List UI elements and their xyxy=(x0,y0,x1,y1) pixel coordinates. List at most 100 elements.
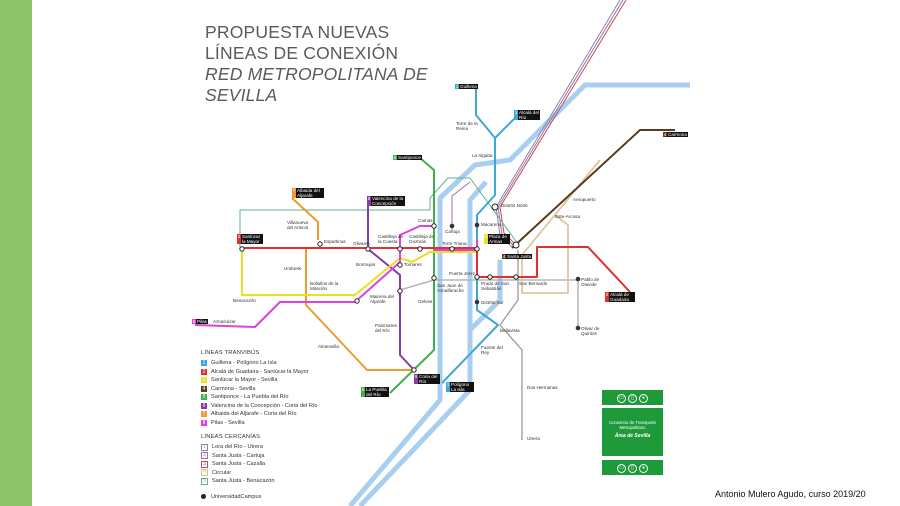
terminal-label: Albaida del Aljarafe xyxy=(296,188,324,198)
station-label: Pablo de Olavide xyxy=(581,277,600,287)
station-label: Castilleja de la Cuesta xyxy=(378,234,404,244)
station-label: Este-Arcosa xyxy=(555,214,581,219)
line-number-badge: 4 xyxy=(663,132,667,137)
consortium-icons-top: ▭▯● xyxy=(602,390,663,405)
legend-label: Circular xyxy=(212,469,232,476)
line-number-badge: 6 xyxy=(367,196,371,206)
line-number-badge: 2 xyxy=(201,368,207,375)
tram-line-6 xyxy=(367,200,415,371)
terminal-label: Valencina de la Concepción xyxy=(371,196,405,206)
campus-dot xyxy=(474,222,480,228)
legend-label: Santa Justa - Benacazón xyxy=(212,478,275,485)
legend-label: Guillena - Polígono La Isla xyxy=(211,360,277,367)
station-dot xyxy=(431,223,437,229)
terminal-label: Pilas xyxy=(196,319,208,324)
station-label: Distrito Norte xyxy=(501,203,528,208)
consortium-logo: Consorcio de Transporte Metropolitano Ár… xyxy=(602,408,663,456)
legend-label: Lora del Río - Utrera xyxy=(212,444,263,451)
consortium-icons-bottom: ▭▯● xyxy=(602,460,663,475)
line-number-badge: 1 xyxy=(455,84,459,89)
line-number-badge: 1 xyxy=(446,382,450,392)
legend-item: 3 Santa Justa - Cazalla xyxy=(201,460,318,469)
train-icon: ▯ xyxy=(628,394,637,403)
legend-rail-title: LÍNEAS CERCANÍAS xyxy=(201,434,261,440)
campus-icon xyxy=(201,494,206,500)
legend-item: 5 Santa Justa - Benacazón xyxy=(201,477,318,486)
consortium-name: Metropolitano xyxy=(619,425,646,430)
line-number-badge: 4 xyxy=(201,469,208,477)
slide-credit: Antonio Mulero Agudo, curso 2019/20 xyxy=(715,489,866,499)
rail-line-5 xyxy=(239,177,519,248)
station-label: Torre Triana xyxy=(442,241,467,246)
title-line: LÍNEAS DE CONEXIÓN xyxy=(205,43,399,63)
tram-line-4 xyxy=(511,129,675,249)
station-dot xyxy=(354,298,360,304)
campus-dot xyxy=(575,325,581,331)
station-label: Dos Hermanas xyxy=(527,385,558,390)
legend-campus: UniversidadCampus xyxy=(201,493,318,502)
legend-item: 4 Circular xyxy=(201,469,318,478)
legend-item: 2 Santa Justa - Cartuja xyxy=(201,452,318,461)
legend-label: Santa Justa - Cazalla xyxy=(212,461,266,468)
station-dot xyxy=(474,274,480,280)
rail-line-2-cartuja xyxy=(451,181,471,230)
line-number-badge: 7 xyxy=(201,411,207,418)
legend-label: Santiponce - La Puebla del Río xyxy=(211,394,289,401)
title-line: PROPUESTA NUEVAS xyxy=(205,22,390,42)
station-dot xyxy=(512,241,520,249)
station-label: Aeropuerto xyxy=(573,197,596,202)
legend-label: UniversidadCampus xyxy=(211,493,262,500)
metro-icon: ● xyxy=(639,394,648,403)
line-number-badge: 1 xyxy=(201,443,208,451)
terminal-label: Alcalá de Guadaira xyxy=(609,292,635,302)
station-label: Fuente del Rey xyxy=(481,345,503,355)
line-number-badge: 3 xyxy=(201,460,208,468)
legend-item: 1 Lora del Río - Utrera xyxy=(201,443,318,452)
rail-line-1-south xyxy=(499,250,523,440)
legend-label: Albaida del Aljarafe - Coria del Río xyxy=(211,411,297,418)
title-subtitle: SEVILLA xyxy=(205,85,278,105)
river-corridor xyxy=(348,82,690,506)
station-dot xyxy=(397,288,403,294)
tram-line-5 xyxy=(389,157,435,394)
station-dot xyxy=(397,262,403,268)
station-label: Palomares del Río xyxy=(375,323,397,333)
station-label: Olivares xyxy=(353,241,370,246)
line-number-badge: 2 xyxy=(237,234,241,244)
terminal-label: Polígono La Isla xyxy=(450,382,474,392)
line-number-badge: 5 xyxy=(361,387,365,397)
legend-item: 7 Albaida del Aljarafe - Coria del Río xyxy=(201,410,318,419)
side-accent-bar xyxy=(0,0,32,506)
line-number-badge: 2 xyxy=(201,452,208,460)
station-label: Torre de la Reina xyxy=(456,121,478,131)
station-label: Tomares xyxy=(404,262,422,267)
line-number-badge: 5 xyxy=(201,477,208,485)
legend-label: Pilas - Sevilla xyxy=(211,419,245,426)
station-label: La Algaba xyxy=(472,153,493,158)
station-label: Almensilla xyxy=(318,344,339,349)
station-dot xyxy=(449,246,455,252)
rail-line-gray xyxy=(399,279,579,330)
station-dot xyxy=(417,246,423,252)
station-label: Olivar de Quintos xyxy=(581,326,600,336)
river-corridor xyxy=(358,180,488,506)
legend-label: Santa Justa - Cartuja xyxy=(212,452,265,459)
station-dot xyxy=(397,246,403,252)
station-dot xyxy=(513,274,519,280)
station-label: Distrito Sur xyxy=(481,300,504,305)
station-label: Macarena xyxy=(481,222,502,227)
station-label: San Juan de Aznalfarache xyxy=(437,283,464,293)
terminal-label: Plaza de Armas xyxy=(488,234,510,244)
station-label: San Bernardo xyxy=(519,281,548,286)
